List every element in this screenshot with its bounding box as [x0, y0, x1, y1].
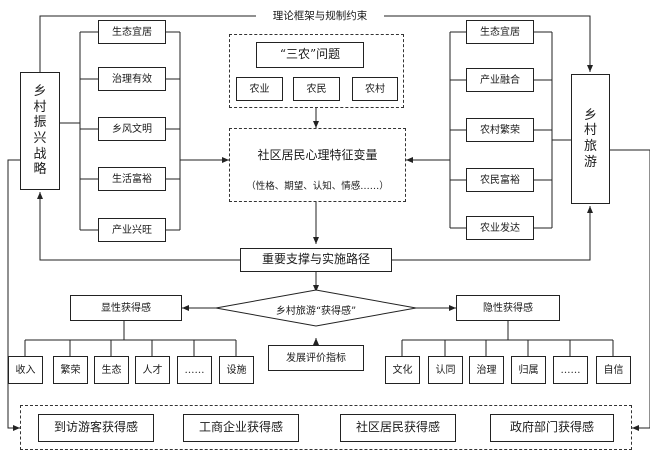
right-item: 农村繁荣: [466, 118, 534, 142]
evaluation-box: 发展评价指标: [268, 345, 364, 371]
stakeholder-government: 政府部门获得感: [490, 414, 614, 442]
sannong-item-villages: 农村: [352, 77, 398, 101]
stakeholder-residents: 社区居民获得感: [340, 414, 456, 442]
implicit-item: 自信: [596, 356, 631, 384]
explicit-item: ……: [177, 356, 212, 384]
left-item: 生活富裕: [98, 167, 166, 191]
resident-psychology-box: [229, 128, 406, 202]
resident-psychology-subtitle: （性格、期望、认知、情感……）: [246, 181, 389, 192]
implicit-item: 归属: [511, 356, 546, 384]
right-item: 农业发达: [466, 216, 534, 240]
implicit-item: ……: [553, 356, 588, 384]
stakeholder-panel: [20, 405, 632, 450]
resident-psychology-title: 社区居民心理特征变量: [257, 148, 378, 162]
stakeholder-businesses: 工商企业获得感: [183, 414, 299, 442]
support-path-box: 重要支撑与实施路径: [240, 248, 392, 272]
sannong-item-farmers: 农民: [293, 77, 340, 101]
right-item: 产业融合: [466, 68, 534, 92]
stakeholder-visitors: 到访游客获得感: [38, 414, 154, 442]
rural-tourism-label: 乡村旅游: [583, 107, 597, 170]
sannong-group: [229, 34, 404, 108]
left-item: 产业兴旺: [98, 218, 166, 242]
left-item: 乡风文明: [98, 117, 166, 141]
explicit-item: 收入: [8, 356, 43, 384]
explicit-item: 设施: [219, 356, 254, 384]
left-item: 生态宜居: [98, 20, 166, 44]
implicit-item: 治理: [469, 356, 504, 384]
rural-revitalization-box: 乡村振兴战略: [20, 72, 60, 190]
sannong-title: “三农”问题: [256, 42, 364, 68]
implicit-item: 认同: [428, 356, 463, 384]
diamond-label: 乡村旅游“获得感”: [275, 306, 357, 317]
diamond-shape: [215, 289, 417, 327]
rural-revitalization-label: 乡村振兴战略: [33, 84, 47, 178]
explicit-item: 繁荣: [53, 356, 88, 384]
sannong-item-agriculture: 农业: [236, 77, 283, 101]
implicit-item: 文化: [385, 356, 420, 384]
explicit-gain-box: 显性获得感: [70, 295, 182, 321]
left-item: 治理有效: [98, 67, 166, 91]
explicit-item: 人才: [135, 356, 170, 384]
rural-tourism-box: 乡村旅游: [571, 74, 610, 204]
explicit-item: 生态: [94, 356, 129, 384]
top-label: 理论框架与规制约束: [258, 8, 382, 23]
right-item: 农民富裕: [466, 168, 534, 192]
right-item: 生态宜居: [466, 20, 534, 44]
implicit-gain-box: 隐性获得感: [456, 295, 560, 321]
